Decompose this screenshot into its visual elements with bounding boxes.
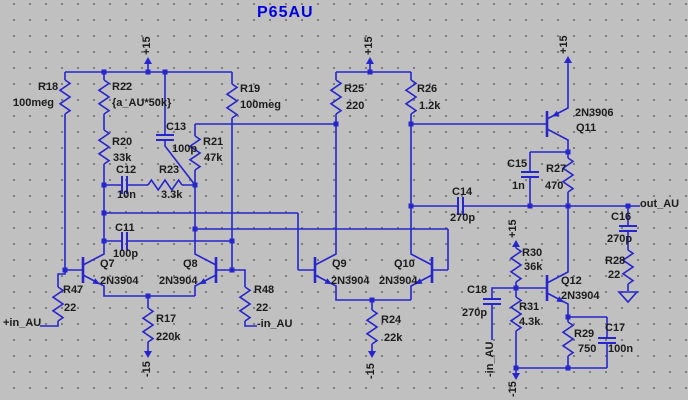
net-label-in-neg[interactable]: -in_AU xyxy=(257,318,293,330)
r28-value-label[interactable]: 22 xyxy=(608,269,621,281)
r30-value-label[interactable]: 36k xyxy=(524,261,543,273)
resistor-R19-symbol[interactable] xyxy=(226,83,238,119)
r17-value-label[interactable]: 220k xyxy=(156,331,181,343)
r18-name-label[interactable]: R18 xyxy=(38,81,59,93)
r25-value-label[interactable]: 220 xyxy=(346,100,365,112)
r29-value-label[interactable]: 750 xyxy=(578,343,597,355)
c14-value-label[interactable]: 270p xyxy=(450,212,476,224)
r24-name-label[interactable]: R24 xyxy=(381,314,402,326)
r48-name-label[interactable]: R48 xyxy=(254,284,275,296)
vplus-label-q11[interactable]: +15 xyxy=(558,35,570,54)
r30-name-label[interactable]: R30 xyxy=(522,247,543,259)
c12-value-label[interactable]: 10n xyxy=(117,189,136,201)
r21-value-label[interactable]: 47k xyxy=(204,152,223,164)
r18-value-label[interactable]: 100meg xyxy=(13,97,54,109)
r31-value-label[interactable]: 4.3k xyxy=(519,316,541,328)
r17-name-label[interactable]: R17 xyxy=(156,313,177,325)
vplus-label-r30[interactable]: +15 xyxy=(507,219,519,238)
r48-value-label[interactable]: 22 xyxy=(256,302,269,314)
r26-value-label[interactable]: 1.2k xyxy=(419,100,441,112)
q10-value-label[interactable]: 2N3904 xyxy=(379,275,418,287)
resistor-R30-symbol[interactable] xyxy=(510,247,522,283)
r27-name-label[interactable]: R27 xyxy=(546,163,567,175)
capacitor-C15-symbol[interactable] xyxy=(520,171,540,178)
capacitor-C16-symbol[interactable] xyxy=(618,225,638,232)
q8-name-label[interactable]: Q8 xyxy=(183,258,198,270)
c18-name-label[interactable]: C18 xyxy=(467,284,488,296)
c11-value-label[interactable]: 100p xyxy=(113,248,139,260)
resistor-R47-symbol[interactable] xyxy=(52,286,64,322)
c17-value-label[interactable]: 100n xyxy=(608,343,634,355)
r47-name-label[interactable]: R47 xyxy=(63,284,84,296)
net-label-in-pos[interactable]: +in_AU xyxy=(3,317,42,329)
junction-dots xyxy=(61,68,632,372)
schematic-title[interactable]: P65AU xyxy=(257,4,314,21)
net-label-in-neg-c18[interactable]: -in_AU xyxy=(484,341,496,377)
r25-name-label[interactable]: R25 xyxy=(344,83,365,95)
r19-value-label[interactable]: 100meg xyxy=(240,99,281,111)
vminus-label-r17[interactable]: -15 xyxy=(141,361,153,377)
vplus-label-rail2[interactable]: +15 xyxy=(363,36,375,55)
q8-value-label[interactable]: 2N3904 xyxy=(159,275,198,287)
q9-value-label[interactable]: 2N3904 xyxy=(331,275,370,287)
c16-value-label[interactable]: 270p xyxy=(607,233,633,245)
q7-name-label[interactable]: Q7 xyxy=(100,258,115,270)
resistor-R17-symbol[interactable] xyxy=(142,307,154,343)
c15-value-label[interactable]: 1n xyxy=(512,180,525,192)
r47-value-label[interactable]: 22 xyxy=(64,302,77,314)
capacitor-C13-symbol[interactable] xyxy=(155,134,175,141)
r20-value-label[interactable]: 33k xyxy=(113,152,132,164)
q9-name-label[interactable]: Q9 xyxy=(332,258,347,270)
transistor-Q12-symbol[interactable] xyxy=(545,262,570,314)
capacitor-C18-symbol[interactable] xyxy=(482,298,502,305)
r22-value-label[interactable]: {a_AU*50k} xyxy=(112,97,172,109)
q12-value-label[interactable]: 2N3904 xyxy=(561,290,600,302)
r20-name-label[interactable]: R20 xyxy=(112,136,133,148)
resistor-R20-symbol[interactable] xyxy=(98,129,110,165)
c12-name-label[interactable]: C12 xyxy=(116,164,137,176)
r26-name-label[interactable]: R26 xyxy=(417,83,438,95)
q11-name-label[interactable]: Q11 xyxy=(576,122,597,134)
q10-name-label[interactable]: Q10 xyxy=(394,258,415,270)
r21-name-label[interactable]: R21 xyxy=(203,136,224,148)
resistor-R22-symbol[interactable] xyxy=(98,79,110,115)
c14-name-label[interactable]: C14 xyxy=(452,186,473,198)
r23-value-label[interactable]: 3.3k xyxy=(161,189,183,201)
resistor-R29-symbol[interactable] xyxy=(562,321,574,357)
ground-symbol xyxy=(618,291,638,303)
net-label-out[interactable]: out_AU xyxy=(640,198,680,210)
vminus-label-r24[interactable]: -15 xyxy=(365,363,377,379)
c17-name-label[interactable]: C17 xyxy=(605,322,626,334)
c13-value-label[interactable]: 100p xyxy=(172,143,198,155)
resistor-R48-symbol[interactable] xyxy=(239,286,251,322)
r23-name-label[interactable]: R23 xyxy=(159,164,180,176)
transistor-Q11-symbol[interactable] xyxy=(545,98,570,150)
resistor-R26-symbol[interactable] xyxy=(405,79,417,115)
r27-value-label[interactable]: 470 xyxy=(545,180,564,192)
transistor-Q8-symbol[interactable] xyxy=(193,244,218,296)
c13-name-label[interactable]: C13 xyxy=(166,121,187,133)
r31-name-label[interactable]: R31 xyxy=(519,301,540,313)
c16-name-label[interactable]: C16 xyxy=(611,211,632,223)
resistor-R25-symbol[interactable] xyxy=(330,79,342,115)
c15-name-label[interactable]: C15 xyxy=(507,158,528,170)
q7-value-label[interactable]: 2N3904 xyxy=(100,275,139,287)
r28-name-label[interactable]: R28 xyxy=(605,255,626,267)
r24-value-label[interactable]: 22k xyxy=(384,332,403,344)
resistor-R18-symbol[interactable] xyxy=(59,79,71,115)
q11-value-label[interactable]: 2N3906 xyxy=(575,107,614,119)
c18-value-label[interactable]: 270p xyxy=(462,307,488,319)
c11-name-label[interactable]: C11 xyxy=(115,222,135,234)
vplus-label-rail1[interactable]: +15 xyxy=(141,36,153,55)
r29-name-label[interactable]: R29 xyxy=(574,328,595,340)
r19-name-label[interactable]: R19 xyxy=(240,83,261,95)
vminus-label-q12[interactable]: -15 xyxy=(507,381,519,397)
r22-name-label[interactable]: R22 xyxy=(112,81,133,93)
resistor-R24-symbol[interactable] xyxy=(366,309,378,345)
q12-name-label[interactable]: Q12 xyxy=(561,275,582,287)
